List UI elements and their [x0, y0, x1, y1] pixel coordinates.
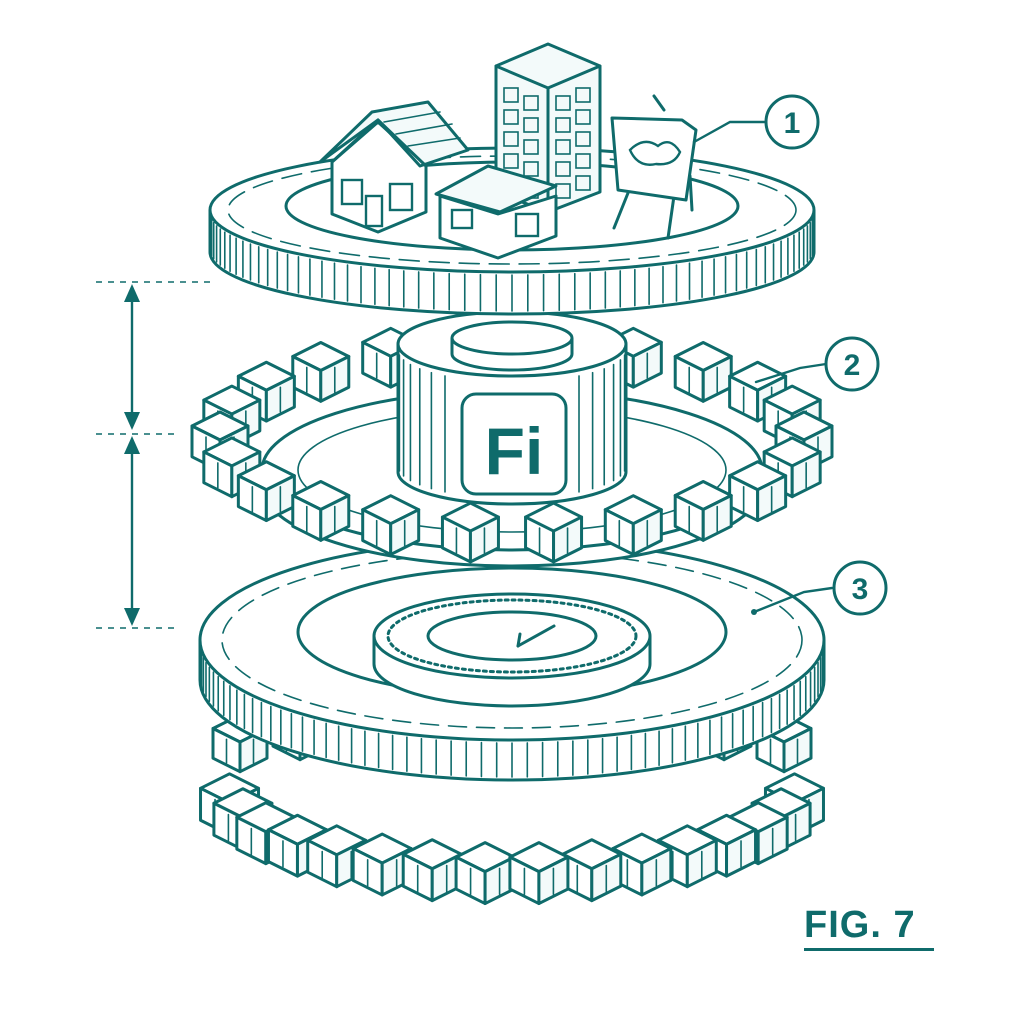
- figure-label: FIG. 7: [804, 902, 934, 951]
- block-icon: [508, 841, 570, 906]
- block-icon: [291, 340, 351, 403]
- center-cylinder: Fi: [396, 310, 628, 506]
- callout-3-number: 3: [852, 573, 869, 606]
- block-icon: [603, 494, 663, 556]
- layer-3-platter: [198, 538, 826, 782]
- block-icon: [673, 340, 733, 403]
- callout-1: 1: [692, 94, 820, 150]
- cylinder-grooves: [398, 354, 626, 493]
- clock-hand-icon: [516, 624, 556, 648]
- block-icon: [440, 501, 500, 564]
- callout-1-number: 1: [784, 107, 801, 140]
- platter-1-edge-ticks: [209, 215, 815, 312]
- office-building-icon: [494, 42, 602, 214]
- logo-text: Fi: [485, 414, 544, 488]
- logo-badge: [460, 392, 568, 496]
- callout-2: 2: [754, 336, 880, 392]
- callout-3: 3: [751, 560, 888, 616]
- block-icon: [454, 841, 516, 906]
- coin-icon: [372, 592, 652, 708]
- block-icon: [728, 460, 788, 523]
- callout-2-number: 2: [844, 349, 861, 382]
- bottom-block-ring: [199, 701, 825, 906]
- block-icon: [291, 480, 351, 542]
- easel-map-icon: [610, 94, 698, 240]
- middle-block-ring: [190, 326, 834, 564]
- block-icon: [561, 838, 623, 903]
- block-icon: [361, 494, 421, 556]
- block-icon: [656, 824, 718, 889]
- house-icon: [318, 100, 470, 234]
- block-icon: [401, 838, 463, 903]
- block-icon: [673, 480, 733, 542]
- block-icon: [236, 460, 296, 523]
- dimension-markers: [96, 281, 215, 629]
- block-icon: [524, 501, 584, 564]
- platter-3-edge-ticks: [199, 647, 825, 778]
- small-house-icon: [434, 164, 558, 260]
